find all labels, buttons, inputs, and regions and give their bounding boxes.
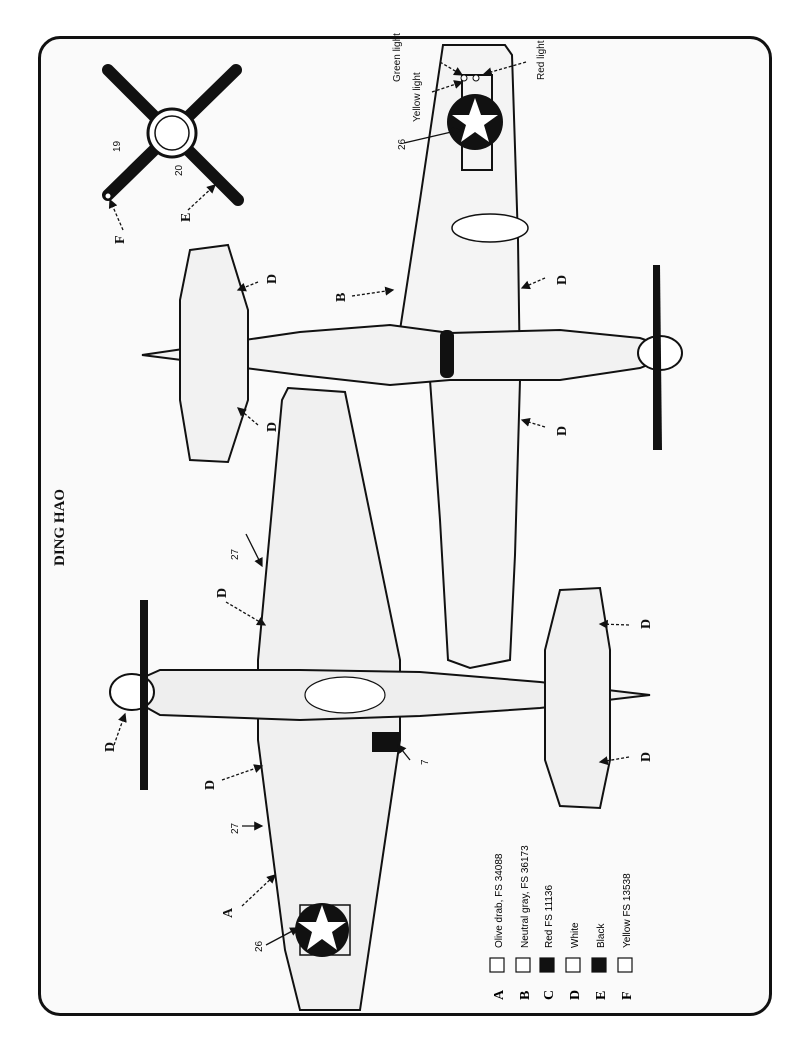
- instruction-sheet: [38, 36, 772, 1016]
- legend-label-a: Olive drab, FS 34088: [494, 853, 505, 948]
- callout-d-3: D: [555, 275, 570, 285]
- callout-d-4: D: [555, 426, 570, 436]
- callout-27-b: 27: [230, 822, 241, 834]
- callout-26-bottom: 26: [254, 940, 265, 952]
- legend-label-b: Neutral gray, FS 36173: [520, 845, 531, 948]
- legend-swatch-b: [515, 957, 531, 973]
- callout-b: B: [334, 293, 349, 302]
- legend-label-c: Red FS 11136: [544, 885, 555, 948]
- callout-d-2: D: [265, 422, 280, 432]
- callout-d-8: D: [639, 619, 654, 629]
- legend-swatch-d: [565, 957, 581, 973]
- callout-26-top: 26: [397, 138, 408, 150]
- callout-f: F: [113, 235, 128, 244]
- callout-d-7: D: [203, 780, 218, 790]
- propeller-detail: [102, 64, 244, 206]
- callout-20: 20: [174, 164, 185, 176]
- legend-swatch-e: [591, 957, 607, 973]
- legend-letter-a: A: [492, 989, 507, 1000]
- legend-letter-b: B: [518, 991, 533, 1000]
- legend-letter-e: E: [594, 991, 609, 1000]
- callout-a: A: [221, 907, 236, 918]
- label-green-light: Green light: [392, 33, 403, 82]
- callout-27-a: 27: [230, 548, 241, 560]
- label-red-light: Red light: [536, 40, 547, 80]
- legend-label-f: Yellow FS 13538: [622, 873, 633, 948]
- legend-letter-f: F: [620, 991, 635, 1000]
- callout-d-5: D: [215, 588, 230, 598]
- legend-swatch-c: [539, 957, 555, 973]
- legend-label-e: Black: [596, 923, 607, 948]
- scheme-title: DING HAO: [52, 489, 68, 566]
- legend-label-d: White: [570, 922, 581, 948]
- callout-d-9: D: [639, 752, 654, 762]
- callout-19: 19: [112, 140, 123, 152]
- legend-swatch-f: [617, 957, 633, 973]
- callout-e: E: [179, 213, 194, 222]
- callout-d-1: D: [265, 274, 280, 284]
- label-yellow-light: Yellow light: [412, 72, 423, 122]
- callout-d-6: D: [103, 742, 118, 752]
- callout-7: 7: [420, 759, 431, 765]
- aircraft-underside-view: [141, 44, 683, 670]
- legend-swatch-a: [489, 957, 505, 973]
- legend-letter-c: C: [542, 990, 557, 1000]
- aircraft-topside-view: [109, 386, 651, 1011]
- legend-letter-d: D: [568, 990, 583, 1000]
